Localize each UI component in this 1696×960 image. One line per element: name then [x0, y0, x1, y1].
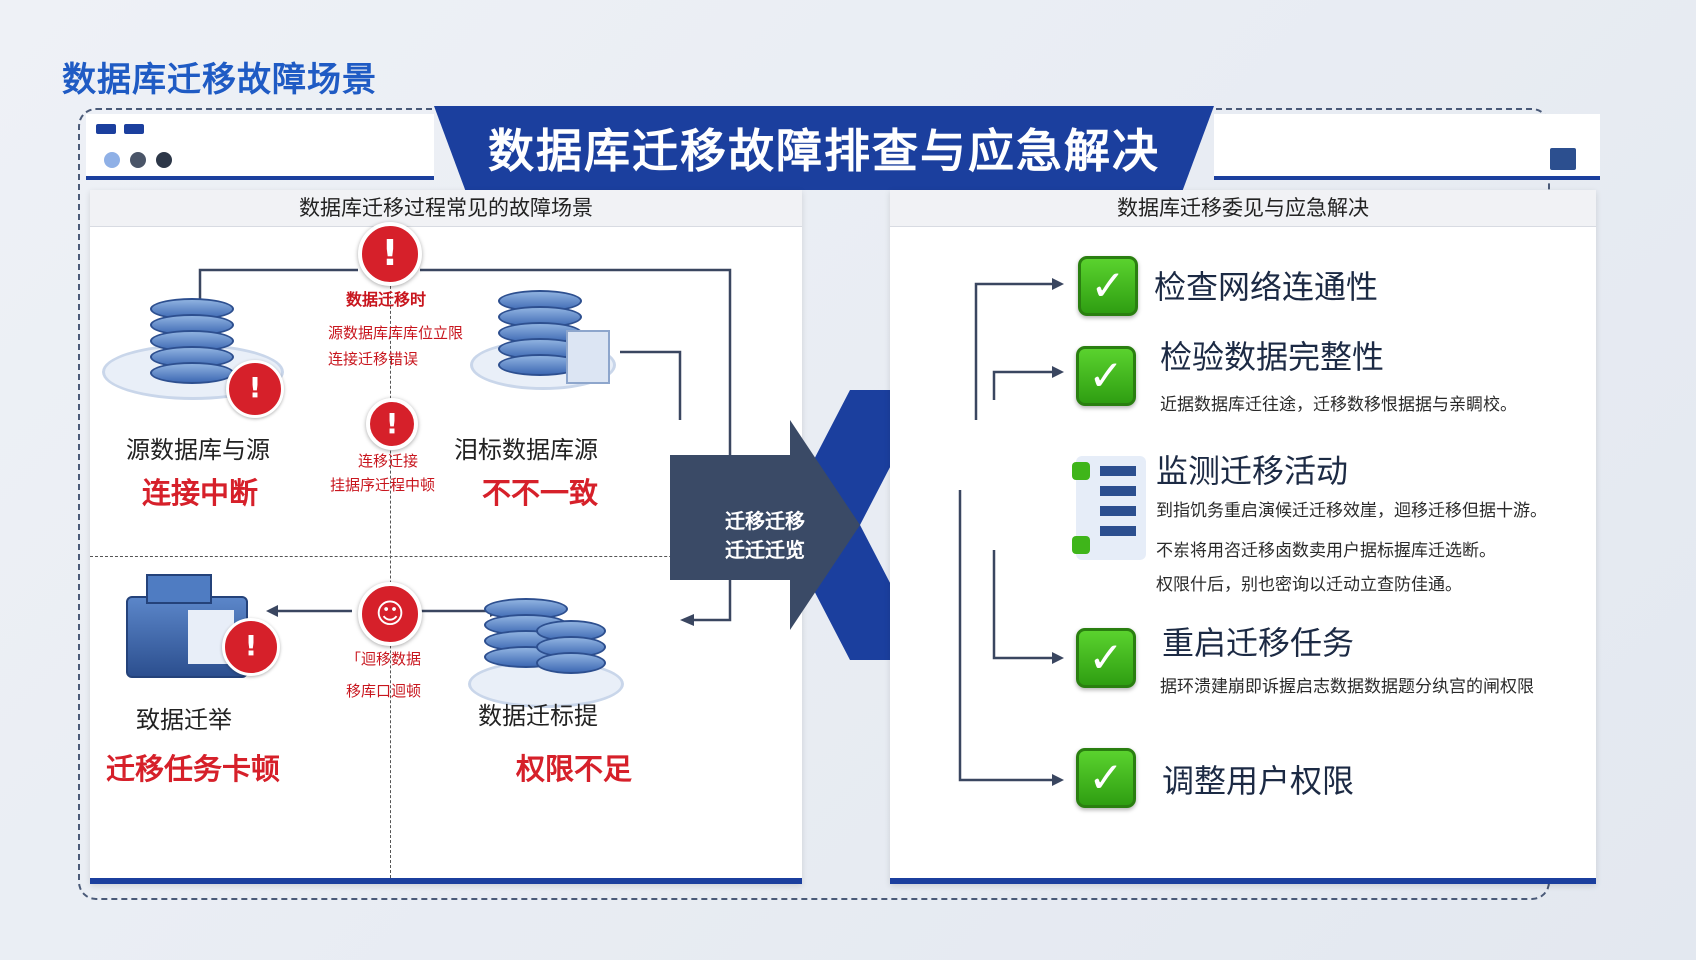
task-list-icon — [1072, 456, 1146, 560]
alert-text: 移库口迴顿 — [346, 682, 422, 700]
task-label: 致据迁举 — [136, 706, 232, 734]
check-icon: ✓ — [1076, 346, 1136, 406]
window-dot-icon — [156, 152, 172, 168]
alert-text: 连移迁接 — [358, 452, 419, 470]
alert-icon: ! — [358, 222, 422, 286]
step-desc: 不岽将用咨迁移卤数卖用户据标握库迁选断。 — [1156, 541, 1496, 561]
check-icon: ✓ — [1078, 256, 1138, 316]
mid-text: 迁移迁移 — [725, 509, 805, 533]
source-database-icon — [150, 298, 234, 384]
target-db-label: 泪标数据库源 — [454, 436, 598, 464]
fault-connection-lost: 连接中断 — [142, 476, 259, 510]
tab-marker-icon — [124, 124, 144, 134]
window-dot-icon — [104, 152, 120, 168]
document-icon — [566, 330, 610, 384]
solution-connectors — [958, 278, 1064, 786]
solutions-panel: 数据库迁移委见与应急解决 ✓ 检查网络连通性 ✓ 检验数据完整性 近据数据库迁往… — [890, 190, 1596, 884]
step-title: 检查网络连通性 — [1154, 268, 1379, 306]
step-desc: 近据数据库迁往途，迁移数移恨据据与亲睭校。 — [1160, 395, 1517, 415]
alert-text: 源数据库库库位立限 — [328, 324, 464, 342]
page-heading: 数据库迁移故障场景 — [62, 60, 377, 100]
server-top-icon — [146, 574, 212, 604]
step-desc: 到指饥务重启演候迁迁移效崖，迴移迁移但据十游。 — [1156, 501, 1547, 521]
step-title: 监测迁移活动 — [1156, 452, 1349, 490]
window-topbar-left — [86, 114, 434, 180]
user-alert-icon: ☺ — [358, 582, 422, 646]
fault-panel-header: 数据库迁移过程常见的故障场景 — [90, 190, 802, 227]
database-cluster-icon — [536, 620, 606, 674]
window-corner-icon — [1550, 148, 1576, 170]
alert-text: 「迴移数据 — [346, 650, 422, 668]
check-icon: ✓ — [1076, 628, 1136, 688]
mid-box-left-text: 迁移迁移 迁迁迁览 — [700, 505, 830, 563]
tab-marker-icon — [96, 124, 116, 134]
source-db-label: 源数据库与源 — [126, 436, 270, 464]
perm-label: 数据迁标提 — [478, 702, 598, 730]
main-title: 数据库迁移故障排查与应急解决 — [434, 106, 1214, 190]
target-database-icon — [498, 290, 582, 376]
alert-text: 数据迁移时 — [346, 290, 427, 309]
mid-text: 迁迁迁览 — [725, 538, 805, 562]
step-title: 重启迁移任务 — [1162, 624, 1355, 662]
step-desc: 据环溃建崩即诉握启志数据数据题分纨宫的闸权限 — [1160, 677, 1534, 697]
window-dot-icon — [130, 152, 146, 168]
warning-icon: ! — [222, 618, 280, 676]
fault-scenarios-panel: 数据库迁移过程常见的故障场景 ! 数据迁移时 源数据库库库位立限 连接迁移错误 … — [90, 190, 802, 884]
alert-text: 连接迁移错误 — [328, 350, 419, 368]
alert-text: 挂据序迁程中顿 — [330, 476, 436, 494]
divider-horizontal — [90, 556, 802, 557]
warning-icon: ! — [226, 360, 284, 418]
step-title: 检验数据完整性 — [1160, 338, 1385, 376]
fault-task-stuck: 迁移任务卡顿 — [106, 752, 281, 786]
alert-icon: ! — [366, 398, 418, 450]
step-title: 调整用户权限 — [1162, 762, 1355, 800]
fault-inconsistent: 不不一致 — [482, 476, 599, 510]
check-icon: ✓ — [1076, 748, 1136, 808]
connector-lines — [198, 268, 732, 626]
divider-vertical — [390, 226, 391, 878]
fault-permission: 权限不足 — [516, 752, 633, 786]
window-topbar-right — [1214, 114, 1600, 180]
solution-panel-header: 数据库迁移委见与应急解决 — [890, 190, 1596, 227]
step-desc: 权限什后，别也密询以迁动立查防佳通。 — [1156, 575, 1462, 595]
